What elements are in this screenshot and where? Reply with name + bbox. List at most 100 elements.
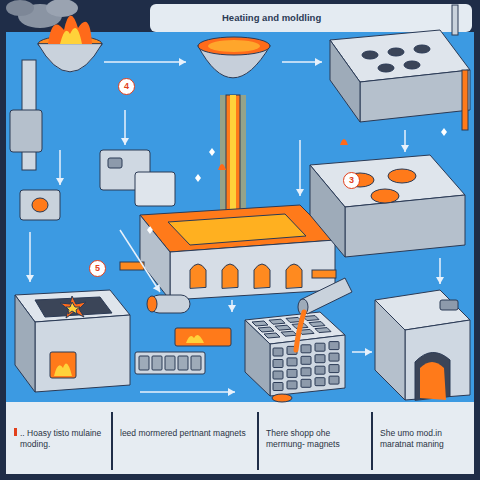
mold-opening xyxy=(286,264,302,288)
grid-front xyxy=(270,335,345,396)
grid-cell xyxy=(329,353,339,361)
arrow-head xyxy=(26,275,34,282)
mold-opening xyxy=(254,264,270,288)
arrow-head xyxy=(296,189,304,196)
grid-cell xyxy=(329,365,339,373)
arrow-head xyxy=(56,178,64,185)
marker-diamond xyxy=(441,128,447,136)
mold-hole xyxy=(378,64,394,72)
grid-cell xyxy=(301,368,311,376)
arrow-head xyxy=(436,277,444,284)
brick xyxy=(139,356,149,370)
blue-panel xyxy=(6,32,474,402)
flow-arrow xyxy=(104,61,186,63)
grid-top-cell xyxy=(281,331,297,336)
furnace-opening xyxy=(35,297,112,317)
glow xyxy=(32,198,48,212)
molten-drip xyxy=(462,70,468,130)
callout-number: 4 xyxy=(118,78,135,95)
grid-cell xyxy=(301,379,311,387)
callout-number: 3 xyxy=(343,172,360,189)
mold-hole xyxy=(414,45,430,53)
brick xyxy=(178,356,188,370)
marker-diamond xyxy=(209,148,215,156)
fire-door xyxy=(50,352,76,378)
grid-cell xyxy=(287,381,297,389)
machine-panel xyxy=(440,300,458,310)
caption-note: leed mormered pertnant magnets xyxy=(120,428,250,439)
grid-top-cell xyxy=(309,322,325,327)
arrow-head xyxy=(315,58,322,66)
block-side xyxy=(310,165,345,257)
grid-top-cell xyxy=(269,319,285,324)
grid-top-cell xyxy=(315,328,331,333)
callout-number: 5 xyxy=(89,260,106,277)
ladle-bowl xyxy=(38,44,102,72)
mold-opening xyxy=(190,264,206,288)
control-box xyxy=(135,172,175,206)
mold-hole xyxy=(404,61,420,69)
grid-top-cell xyxy=(252,321,268,326)
outflow xyxy=(420,362,446,400)
caption-note: There shopp ohe mermung- magnets xyxy=(266,428,366,450)
block-side xyxy=(330,40,360,122)
diagram-title: Heatiing and moldling xyxy=(222,12,321,23)
grid-cell xyxy=(287,358,297,366)
grid-cell xyxy=(315,355,325,363)
machine-arch xyxy=(415,352,450,400)
caption-marker xyxy=(14,428,17,436)
molten-stream xyxy=(226,95,240,220)
divider xyxy=(371,412,373,470)
grid-cell xyxy=(273,371,283,379)
arrow-head xyxy=(228,388,235,396)
grid-cell xyxy=(329,342,339,350)
arrow-head xyxy=(365,348,372,356)
flow-arrow xyxy=(140,391,235,393)
spout xyxy=(312,270,336,278)
arrow-head xyxy=(179,58,186,66)
spout xyxy=(120,262,144,270)
grid-cell xyxy=(315,378,325,386)
caption-note: She umo mod.in maratnat maning xyxy=(380,428,470,450)
stream-core xyxy=(230,95,236,220)
brick xyxy=(191,356,201,370)
pot xyxy=(20,190,60,220)
smoke xyxy=(46,0,78,17)
tank xyxy=(10,110,42,152)
crucible-melt-core xyxy=(208,40,260,52)
grid-cell xyxy=(273,348,283,356)
caption-band xyxy=(6,402,474,474)
flame xyxy=(48,15,92,44)
grid-top-cell xyxy=(258,327,274,332)
grid-top-cell xyxy=(264,333,280,338)
crucible-melt xyxy=(198,37,270,55)
door-flame xyxy=(54,364,72,377)
brick-stack xyxy=(135,352,205,374)
filled-cavity xyxy=(388,169,416,183)
grid-top-cell xyxy=(303,316,319,321)
arrow-head xyxy=(401,145,409,152)
heat-bar-flame xyxy=(186,335,204,343)
arrow-head xyxy=(153,284,160,292)
grid-cell xyxy=(329,376,339,384)
grid-cell xyxy=(287,369,297,377)
feed-pipe xyxy=(452,5,458,35)
block-front xyxy=(345,195,465,257)
grid-cell xyxy=(273,360,283,368)
brick xyxy=(152,356,162,370)
arrow-head xyxy=(121,138,129,145)
divider xyxy=(111,412,113,470)
pour-stream xyxy=(296,312,304,350)
machine-front xyxy=(405,320,470,400)
caption-note: .. Hoasy tisto mulaine moding. xyxy=(20,428,108,450)
dial xyxy=(108,158,122,168)
divider xyxy=(257,412,259,470)
grid-cell xyxy=(273,383,283,391)
smoke xyxy=(6,0,34,16)
flow-arrow xyxy=(29,232,31,282)
stream-glow xyxy=(220,95,246,220)
mold-cavity xyxy=(168,214,306,245)
